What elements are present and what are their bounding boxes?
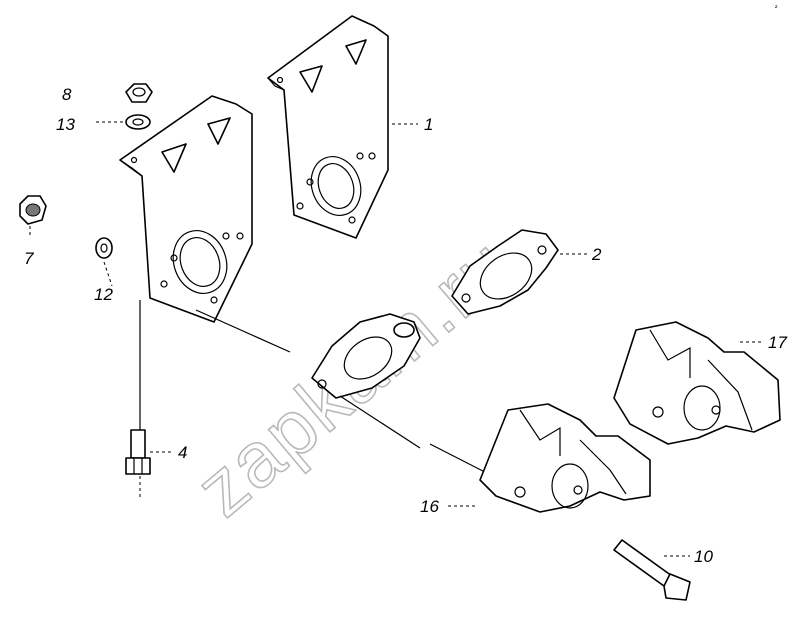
bolt-4 [125, 429, 151, 475]
callout-10: 10 [694, 547, 713, 566]
callout-1: 1 [424, 115, 433, 134]
nut-8 [125, 83, 153, 103]
bracket-1 [267, 15, 389, 239]
washer-13 [125, 114, 151, 130]
callout-16: 16 [420, 497, 439, 516]
bracket-front [119, 95, 253, 323]
bolt-10 [613, 539, 691, 601]
gasket-2 [451, 229, 559, 315]
washer-12 [95, 237, 113, 259]
damper-housing-17 [613, 321, 781, 445]
callout-13: 13 [56, 115, 75, 134]
corner-mark: ² [775, 5, 778, 12]
callout-7: 7 [24, 249, 34, 268]
callout-8: 8 [62, 85, 72, 104]
callout-12: 12 [94, 285, 113, 304]
flange [311, 313, 421, 399]
nut-7 [19, 195, 47, 225]
callout-4: 4 [178, 443, 187, 462]
damper-housing-16 [479, 403, 651, 513]
callout-17: 17 [768, 333, 787, 352]
callout-2: 2 [591, 245, 602, 264]
